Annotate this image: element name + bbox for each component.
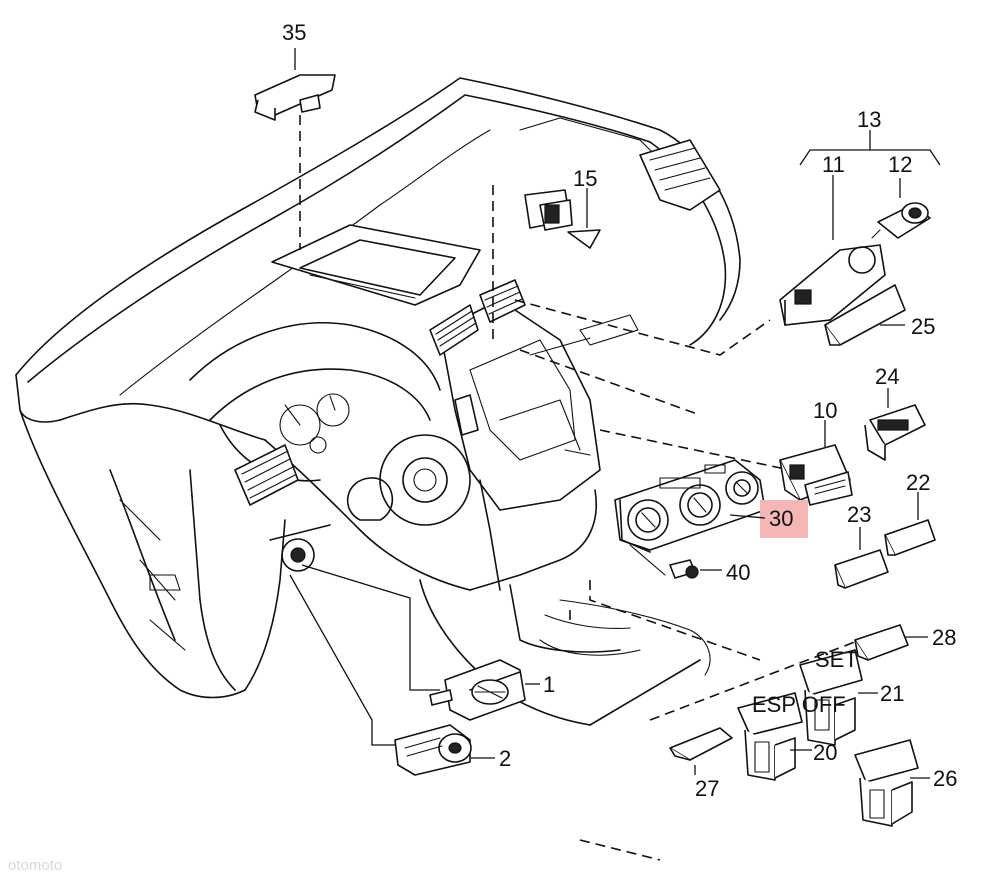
callout-27: 27	[695, 776, 719, 801]
part-22-23-blanks	[834, 492, 936, 589]
callout-12: 12	[888, 152, 912, 177]
part-30-highlight	[760, 500, 808, 538]
callout-13: 13	[857, 107, 881, 132]
part-35-bracket	[254, 48, 336, 121]
part-20-esp-switch: ESP OFF	[737, 692, 846, 781]
callout-20: 20	[813, 740, 837, 765]
callout-40: 40	[726, 560, 750, 585]
part-24-switch	[864, 388, 926, 461]
part-21-cruise-switch: SET	[799, 647, 878, 746]
part-21-legend: SET	[815, 647, 858, 672]
callout-23: 23	[847, 502, 871, 527]
callout-28: 28	[932, 625, 956, 650]
dashboard-panel	[15, 77, 741, 726]
callout-24: 24	[875, 364, 899, 389]
part-10-hazard-switch	[779, 420, 853, 506]
callout-11: 11	[822, 152, 845, 177]
leader-lines	[289, 115, 861, 861]
part-28-blank	[854, 624, 928, 661]
part-30-climate-control	[614, 459, 808, 576]
part-40-screw	[669, 559, 722, 579]
callout-labels: 35 15 13 11 12 25 24 10 30 22 23 40 28 1…	[282, 20, 957, 801]
callout-35: 35	[282, 20, 306, 45]
callout-21: 21	[880, 681, 904, 706]
callout-10: 10	[813, 398, 837, 423]
watermark: otomoto	[8, 857, 62, 874]
callout-25: 25	[911, 314, 935, 339]
callout-30: 30	[769, 506, 793, 531]
part-1-light-switch	[429, 659, 540, 721]
callout-22: 22	[906, 470, 930, 495]
part-26-switch	[854, 739, 930, 827]
callout-1: 1	[543, 672, 555, 697]
part-27-cover	[669, 727, 733, 775]
callout-15: 15	[573, 166, 597, 191]
part-2-headlight-switch	[394, 724, 495, 776]
callout-26: 26	[933, 766, 957, 791]
callout-2: 2	[499, 746, 511, 771]
part-11-12-socket-group	[779, 130, 941, 346]
part-20-legend: ESP OFF	[752, 692, 846, 717]
part-15-switch	[524, 188, 601, 249]
